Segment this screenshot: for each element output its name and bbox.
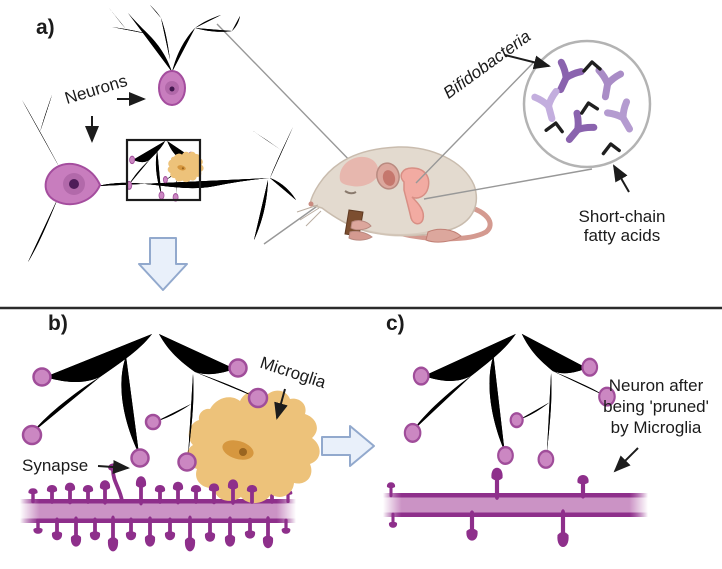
projection-lines-gut-to-circle <box>415 62 593 200</box>
microglia-arrow <box>274 388 288 420</box>
pyramidal-neuron <box>109 5 240 146</box>
mouse-gut <box>400 167 430 225</box>
bifidobacteria-arrow <box>504 54 551 70</box>
synapse-label: Synapse <box>22 456 89 475</box>
mouse-whiskers <box>296 204 322 227</box>
gut-microbe-magnifier <box>522 39 652 169</box>
zoom-box-region <box>125 138 204 202</box>
mouse-body <box>309 146 478 237</box>
down-block-arrow <box>138 237 188 291</box>
mouse-hind-foot <box>425 228 462 243</box>
pruned-neuron-arrow <box>613 447 639 473</box>
pruned-neuron-label: Neuron after being 'pruned' by Microglia <box>592 375 720 438</box>
panel-a-arrows <box>85 54 630 193</box>
synapse-arrow <box>97 460 130 474</box>
scfa-arrow <box>613 164 630 193</box>
mouse-brain-patch <box>339 156 379 187</box>
scfa-line2: fatty acids <box>583 226 661 245</box>
scfa-label: Short-chain fatty acids <box>574 207 670 245</box>
zoom-box <box>125 138 202 202</box>
mouse-illustration <box>296 146 493 243</box>
scfa-line1: Short-chain <box>578 207 666 226</box>
mouse-nose <box>308 201 314 207</box>
mouse-tail <box>395 202 493 242</box>
mouse-eye <box>344 190 357 195</box>
mouse-front-paw <box>350 220 372 231</box>
pruned-line1: Neuron after <box>608 376 704 395</box>
pruned-line3: by Microglia <box>610 418 702 437</box>
panel-c-dendrite-bar <box>383 493 648 517</box>
panel-c-label: c) <box>386 312 405 335</box>
panel-b-label: b) <box>48 312 68 335</box>
panel-b-arrows <box>97 388 288 474</box>
panel-a-label: a) <box>36 16 55 39</box>
spiny-neuron <box>22 95 296 262</box>
pruned-line2: being 'pruned' <box>603 397 709 416</box>
panel-c-neuron-tree <box>405 334 615 468</box>
right-block-arrow <box>321 425 375 467</box>
